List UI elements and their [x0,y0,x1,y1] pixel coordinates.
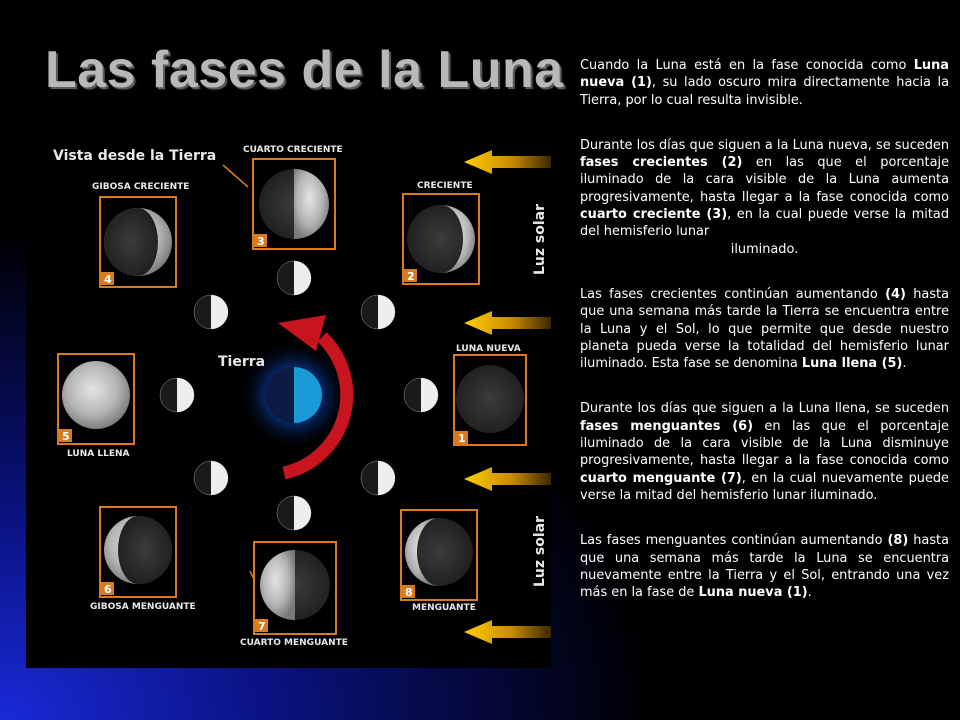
text-run: . [902,356,907,372]
phase-8-panel: 8 MENGUANTE [400,509,478,613]
paragraph-2: Durante los días que siguen a la Luna nu… [580,137,949,258]
text-run: Las fases crecientes continúan aumentand… [580,286,886,302]
orbit-moon-2 [360,294,396,330]
text-run: Durante los días que siguen a la Luna nu… [580,137,949,153]
phase-5-label: LUNA LLENA [67,449,130,459]
sunlight-arrows [464,150,551,644]
moon-phases-svg: Luz solar Luz solar Tierra Vista desde l… [53,145,551,648]
sun-arrow-2 [464,311,551,335]
phase-2-number: 2 [407,270,415,283]
phase-7-number: 7 [258,620,266,633]
text-run: . [807,585,812,601]
paragraph-1: Cuando la Luna está en la fase conocida … [580,57,949,109]
bold-term: (8) [887,533,909,549]
text-run: Las fases menguantes continúan aumentand… [580,533,888,549]
phase-6-panel: 6 GIBOSA MENGUANTE [90,506,196,612]
sun-arrow-4 [464,620,551,644]
orbit-arrowhead [278,315,326,351]
phase-6-number: 6 [104,583,112,596]
orbit-moons [159,260,439,531]
explanation-text: Cuando la Luna está en la fase conocida … [580,57,949,629]
phase-2-label: CRECIENTE [417,181,473,191]
sun-arrow-1 [464,150,551,174]
sun-arrow-3 [464,467,551,491]
bold-term: cuarto menguante (7) [580,470,742,486]
bold-term: (4) [885,286,906,302]
phase-5-number: 5 [62,430,70,443]
text-run: hasta que una semana más tarde la Luna s… [580,533,949,601]
page-title: Las fases de la Luna [45,41,564,99]
phase-1-panel: 1 LUNA NUEVA [453,344,527,446]
bold-term: Luna nueva (1) [580,58,949,91]
phase-6-label: GIBOSA MENGUANTE [90,602,196,612]
phase-8-number: 8 [405,586,413,599]
text-run: en las que el porcentaje iluminado de la… [580,155,950,205]
phase-2-panel: 2 CRECIENTE [402,181,480,285]
sun-label-bottom: Luz solar [532,516,548,587]
paragraph-3: Las fases crecientes continúan aumentand… [580,286,949,372]
bold-term: fases crecientes (2) [580,155,743,171]
earth-lit-half [294,367,322,423]
orbit-moon-1 [403,377,439,413]
sun-label-top: Luz solar [532,204,548,275]
text-run: en las que el porcentaje iluminado de la… [580,418,949,469]
phase-4-label: GIBOSA CRECIENTE [92,182,189,192]
phase-7-panel: 7 CUARTO MENGUANTE [240,541,348,648]
orbit-moon-6 [193,460,229,496]
text-run: , su lado oscuro mira directamente hacia… [580,75,949,108]
orbit-moon-3 [276,260,312,296]
text-run: , en la cual puede verse la mitad del he… [580,207,949,240]
orbit-moon-4 [193,294,229,330]
orbit-arrow [282,332,354,480]
bold-term: Luna nueva (1) [698,585,808,601]
text-run: , en la cual nuevamente puede verse la m… [580,470,949,503]
phase-8-label: MENGUANTE [412,603,476,613]
paragraph-4: Durante los días que siguen a la Luna ll… [580,400,949,504]
orbit-moon-7 [276,495,312,531]
orbit-moon-5 [159,377,195,413]
phase-5-panel: 5 LUNA LLENA [57,353,135,459]
phase-1-label: LUNA NUEVA [456,344,521,354]
paragraph-5: Las fases menguantes continúan aumentand… [580,532,949,601]
text-run: Durante los días que siguen a la Luna ll… [580,401,949,417]
bold-term: Luna llena (5) [801,356,903,372]
bold-term: cuarto creciente (3) [580,207,728,223]
text-run: iluminado. [730,241,799,257]
moon-phases-diagram: Luz solar Luz solar Tierra Vista desde l… [26,127,551,668]
earth-label: Tierra [218,354,265,370]
phase-1-number: 1 [458,432,466,445]
phase-4-panel: 4 GIBOSA CRECIENTE [92,182,189,288]
text-run: Cuando la Luna está en la fase conocida … [580,58,914,73]
orbit-moon-8 [360,460,396,496]
text-run: hasta que una semana más tarde la Tierra… [580,286,949,372]
phase-7-label: CUARTO MENGUANTE [240,638,348,648]
view-pointer [222,164,249,188]
view-label: Vista desde la Tierra [53,148,216,164]
phase-3-number: 3 [257,235,265,248]
bold-term: fases menguantes (6) [580,418,753,434]
phase-4-number: 4 [104,273,112,286]
phase-3-label: CUARTO CRECIENTE [243,145,343,155]
phase-3-panel: 3 CUARTO CRECIENTE [243,145,343,250]
